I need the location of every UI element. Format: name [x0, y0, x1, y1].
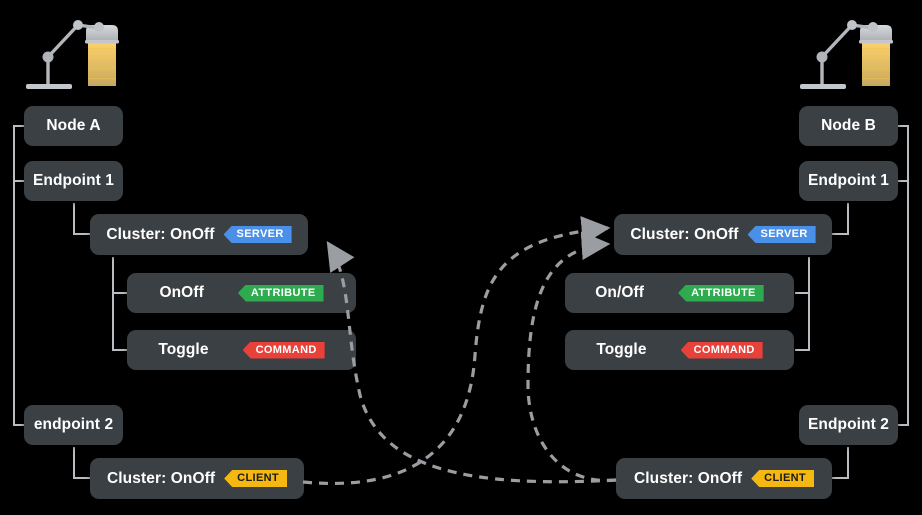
right-attribute-label: On/Off [595, 284, 645, 301]
right-endpoint-2-label: Endpoint 2 [807, 416, 890, 433]
attribute-badge: ATTRIBUTE [237, 284, 324, 302]
desk-lamp-icon-right [800, 20, 893, 89]
server-badge: SERVER [223, 226, 292, 243]
right-endpoint-1-label: Endpoint 1 [807, 172, 890, 189]
right-command-label: Toggle [596, 341, 647, 358]
client-badge: CLIENT [751, 470, 814, 487]
desk-lamp-icon-left [26, 20, 119, 89]
left-cluster-client-label: Cluster: OnOff [106, 469, 216, 487]
node-a-box[interactable]: Node A [24, 106, 123, 146]
node-b-box[interactable]: Node B [799, 106, 898, 146]
right-cluster-onoff-server-box[interactable]: Cluster: OnOff SERVER [614, 214, 832, 255]
left-command-toggle-box[interactable]: Toggle COMMAND [127, 330, 356, 370]
left-cluster-onoff-client-box[interactable]: Cluster: OnOff CLIENT [90, 458, 304, 499]
attribute-badge: ATTRIBUTE [678, 284, 764, 302]
left-command-label: Toggle [158, 341, 209, 358]
left-cluster-server-label: Cluster: OnOff [106, 225, 215, 243]
command-badge: COMMAND [680, 341, 763, 359]
right-cluster-client-label: Cluster: OnOff [633, 469, 743, 487]
right-endpoint-1-box[interactable]: Endpoint 1 [799, 161, 898, 201]
command-badge: COMMAND [242, 341, 325, 359]
left-endpoint-1-box[interactable]: Endpoint 1 [24, 161, 123, 201]
right-cluster-onoff-client-box[interactable]: Cluster: OnOff CLIENT [616, 458, 832, 499]
node-a-label: Node A [46, 117, 101, 134]
server-badge: SERVER [747, 226, 816, 243]
left-cluster-onoff-server-box[interactable]: Cluster: OnOff SERVER [90, 214, 308, 255]
node-b-label: Node B [821, 117, 876, 134]
right-cluster-server-label: Cluster: OnOff [630, 225, 739, 243]
right-command-toggle-box[interactable]: Toggle COMMAND [565, 330, 794, 370]
right-endpoint-2-box[interactable]: Endpoint 2 [799, 405, 898, 445]
left-endpoint-1-label: Endpoint 1 [32, 172, 115, 189]
client-badge: CLIENT [224, 470, 287, 487]
left-attribute-label: OnOff [159, 284, 204, 301]
left-endpoint-2-label: endpoint 2 [33, 416, 114, 433]
left-attribute-onoff-box[interactable]: OnOff ATTRIBUTE [127, 273, 356, 313]
left-endpoint-2-box[interactable]: endpoint 2 [24, 405, 123, 445]
right-attribute-onoff-box[interactable]: On/Off ATTRIBUTE [565, 273, 794, 313]
